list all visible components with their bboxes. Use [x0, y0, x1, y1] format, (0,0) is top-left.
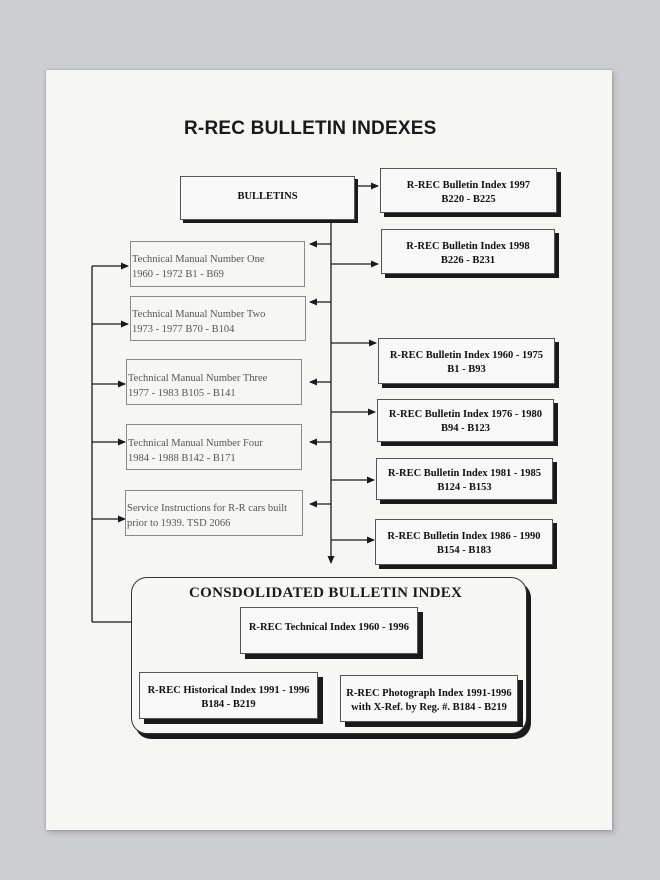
index-1960-1975-range: B1 - B93 [447, 364, 486, 375]
index-box-1981-1985: R-REC Bulletin Index 1981 - 1985 B124 - … [376, 458, 553, 500]
index-1997-title: R-REC Bulletin Index 1997 [406, 180, 531, 191]
consolidated-title: CONSDOLIDATED BULLETIN INDEX [189, 585, 463, 601]
index-1986-1990-title: R-REC Bulletin Index 1986 - 1990 [387, 531, 541, 542]
technical-index-box: R-REC Technical Index 1960 - 1996 [240, 607, 418, 654]
manual-box-three: Technical Manual Number Three 1977 - 198… [126, 359, 302, 405]
index-1976-1980-title: R-REC Bulletin Index 1976 - 1980 [388, 409, 543, 420]
manual-one-range: 1960 - 1972 B1 - B69 [132, 269, 224, 280]
service-instructions-ref: prior to 1939. TSD 2066 [127, 518, 231, 529]
historical-index-title: R-REC Historical Index 1991 - 1996 [147, 685, 310, 696]
bulletins-box: BULLETINS [180, 176, 355, 220]
index-1998-title: R-REC Bulletin Index 1998 [406, 241, 530, 252]
technical-index-title: R-REC Technical Index 1960 - 1996 [248, 622, 410, 633]
manual-box-one: Technical Manual Number One 1960 - 1972 … [130, 241, 305, 287]
page-title: R-REC BULLETIN INDEXES [184, 118, 437, 139]
historical-index-range: B184 - B219 [201, 699, 256, 710]
index-1997-range: B220 - B225 [441, 194, 496, 205]
service-instructions-box: Service Instructions for R-R cars built … [125, 490, 303, 536]
manual-four-range: 1984 - 1988 B142 - B171 [128, 453, 236, 464]
index-box-1998: R-REC Bulletin Index 1998 B226 - B231 [381, 229, 555, 274]
service-instructions-title: Service Instructions for R-R cars built [127, 503, 288, 514]
manual-box-four: Technical Manual Number Four 1984 - 1988… [126, 424, 302, 470]
index-1986-1990-range: B154 - B183 [436, 545, 492, 556]
index-box-1976-1980: R-REC Bulletin Index 1976 - 1980 B94 - B… [377, 399, 554, 442]
manual-two-range: 1973 - 1977 B70 - B104 [132, 324, 235, 335]
photograph-index-title: R-REC Photograph Index 1991-1996 [346, 688, 512, 699]
manual-one-title: Technical Manual Number One [132, 254, 265, 265]
index-1960-1975-title: R-REC Bulletin Index 1960 - 1975 [389, 350, 544, 361]
historical-index-box: R-REC Historical Index 1991 - 1996 B184 … [139, 672, 318, 719]
manual-three-title: Technical Manual Number Three [128, 373, 268, 384]
index-box-1986-1990: R-REC Bulletin Index 1986 - 1990 B154 - … [375, 519, 553, 565]
index-1981-1985-title: R-REC Bulletin Index 1981 - 1985 [387, 468, 542, 479]
photograph-index-box: R-REC Photograph Index 1991-1996 with X-… [340, 675, 518, 722]
index-1998-range: B226 - B231 [440, 255, 496, 266]
index-box-1960-1975: R-REC Bulletin Index 1960 - 1975 B1 - B9… [378, 338, 555, 384]
photograph-index-range: with X-Ref. by Reg. #. B184 - B219 [351, 702, 507, 713]
bulletins-label: BULLETINS [237, 191, 298, 202]
manual-two-title: Technical Manual Number Two [132, 309, 266, 320]
manual-four-title: Technical Manual Number Four [128, 438, 263, 449]
index-1981-1985-range: B124 - B153 [437, 482, 492, 493]
manual-box-two: Technical Manual Number Two 1973 - 1977 … [130, 296, 306, 341]
manual-three-range: 1977 - 1983 B105 - B141 [128, 388, 236, 399]
index-box-1997: R-REC Bulletin Index 1997 B220 - B225 [380, 168, 557, 213]
index-1976-1980-range: B94 - B123 [440, 423, 490, 434]
